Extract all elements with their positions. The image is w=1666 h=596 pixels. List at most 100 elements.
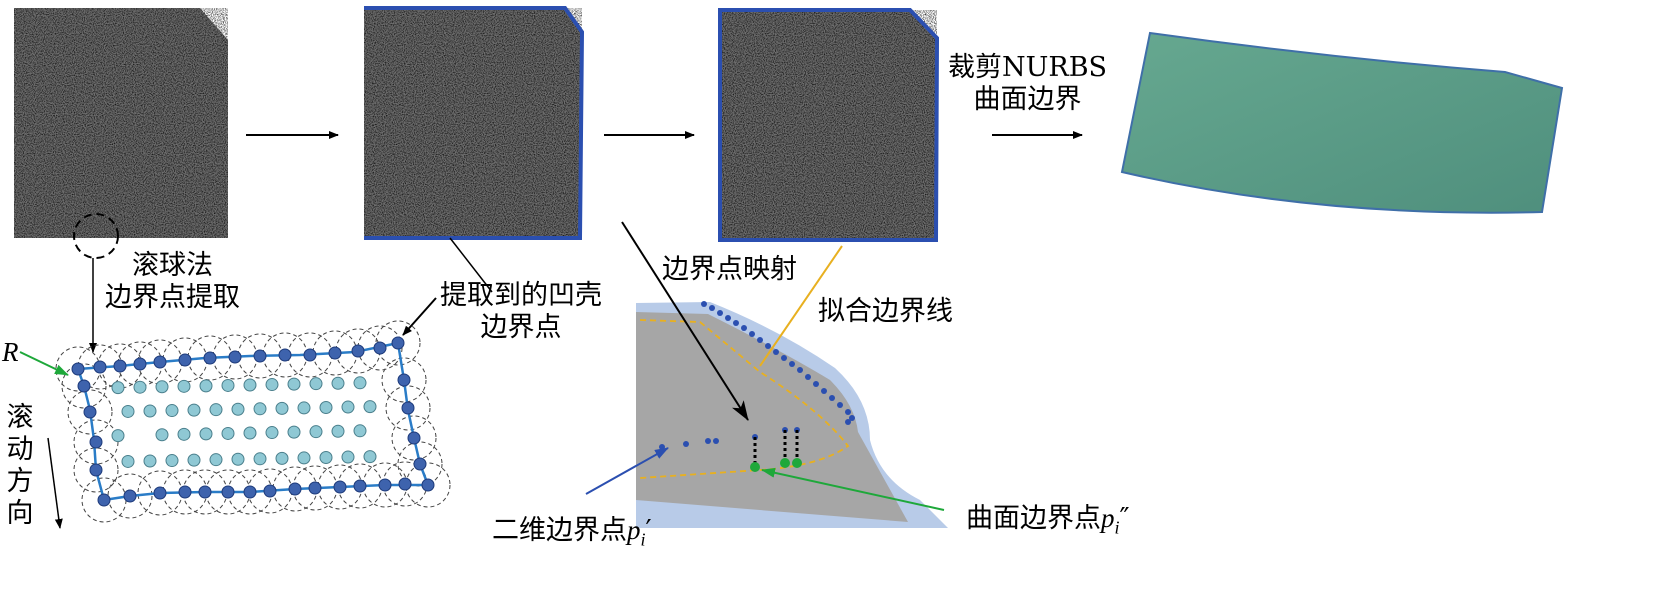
point-cloud-fitted xyxy=(718,8,940,242)
interior-point xyxy=(155,428,169,442)
boundary-point xyxy=(153,486,167,500)
boundary-point xyxy=(401,401,415,415)
rolling-ball-circle xyxy=(61,363,107,409)
rolling-ball-line1: 滚球法 xyxy=(132,250,213,281)
interior-point xyxy=(231,452,245,466)
rolling-ball-circle xyxy=(381,357,427,403)
boundary-point xyxy=(178,485,192,499)
boundary-point xyxy=(93,360,107,374)
mapped-point xyxy=(805,374,811,380)
mapped-point xyxy=(749,331,755,337)
rolling-dir-char-3: 方 xyxy=(6,466,34,497)
interior-point xyxy=(177,427,191,441)
interior-point xyxy=(111,381,125,395)
rolling-ball-circle xyxy=(405,462,451,508)
mapped-point xyxy=(837,402,843,408)
rolling-dir-char-4: 向 xyxy=(6,498,34,529)
boundary-2d-outline xyxy=(639,319,850,479)
mapped-point xyxy=(773,349,779,355)
boundary-point xyxy=(178,353,192,367)
boundary-point xyxy=(77,379,91,393)
boundary-point xyxy=(288,482,302,496)
pt2d-prime: ′ xyxy=(645,515,652,546)
boundary-point xyxy=(203,351,217,365)
interior-points xyxy=(111,376,377,468)
interior-point xyxy=(309,377,323,391)
interior-point xyxy=(319,400,333,414)
pt2d-arrow xyxy=(585,447,669,495)
surface-mapping-detail xyxy=(636,301,948,528)
boundary-point xyxy=(263,484,277,498)
interior-point xyxy=(309,425,323,439)
boundary-point xyxy=(253,349,267,363)
interior-point xyxy=(341,450,355,464)
rolling-ball-circle xyxy=(397,441,443,487)
interior-point xyxy=(265,378,279,392)
boundary-point xyxy=(397,373,411,387)
interior-point xyxy=(253,452,267,466)
projection-lines xyxy=(753,430,799,466)
interior-point xyxy=(133,380,147,394)
fit-label: 拟合边界线 xyxy=(818,296,953,327)
concave-line2: 边界点 xyxy=(480,312,562,343)
point-cloud-raw xyxy=(14,8,228,238)
rolling-direction-label: 滚 动 方 向 xyxy=(4,402,36,530)
interior-point xyxy=(275,401,289,415)
interior-point xyxy=(297,451,311,465)
interior-point xyxy=(199,427,213,441)
boundary-point xyxy=(328,346,342,360)
mapped-point xyxy=(705,438,711,444)
boundary-point xyxy=(89,435,103,449)
boundary-point xyxy=(228,350,242,364)
interior-point xyxy=(177,379,191,393)
rolling-ball-circle xyxy=(375,320,421,366)
pt2d-label: 二维边界点pi′ xyxy=(492,514,652,555)
boundary-point xyxy=(123,489,137,503)
mapped-point xyxy=(725,315,731,321)
interior-point xyxy=(363,450,377,464)
mapped-point xyxy=(849,415,855,421)
interior-point xyxy=(353,424,367,438)
interior-point xyxy=(165,454,179,468)
mapped-point xyxy=(741,325,747,331)
interior-point xyxy=(243,426,257,440)
interior-point xyxy=(199,379,213,393)
interior-point xyxy=(143,404,157,418)
boundary-point xyxy=(278,348,292,362)
boundary-point xyxy=(89,463,103,477)
interior-point xyxy=(243,378,257,392)
pt2d-text: 二维边界点 xyxy=(492,515,627,546)
fit-line-connector xyxy=(759,245,843,367)
mapped-point xyxy=(701,301,707,307)
mapped-point xyxy=(757,337,763,343)
ptsurf-prime: ″ xyxy=(1119,503,1130,534)
boundary-point xyxy=(83,405,97,419)
concave-label: 提取到的凹壳 边界点 xyxy=(440,280,602,344)
ptsurf-text: 曲面边界点 xyxy=(966,503,1101,534)
interior-point xyxy=(363,400,377,414)
rolling-ball-circle xyxy=(67,389,113,435)
trim-label: 裁剪NURBS 曲面边界 xyxy=(948,52,1107,116)
boundary-point xyxy=(198,485,212,499)
trimmed-nurbs-surface xyxy=(1120,31,1564,214)
interior-point xyxy=(221,426,235,440)
boundary-point xyxy=(353,479,367,493)
mapped-point xyxy=(717,310,723,316)
mapped-point xyxy=(821,388,827,394)
rolling-ball-label: 滚球法 边界点提取 xyxy=(105,250,240,314)
boundary-point xyxy=(97,493,111,507)
boundary-point xyxy=(243,485,257,499)
pt2d-symbol: p xyxy=(627,515,641,545)
point-cloud-boundary xyxy=(364,6,585,240)
interior-point xyxy=(275,451,289,465)
boundary-point xyxy=(407,431,421,445)
rolling-dir-char-2: 动 xyxy=(6,434,34,465)
interior-point xyxy=(331,424,345,438)
mapped-point xyxy=(829,395,835,401)
trim-label-line1: 裁剪NURBS xyxy=(948,52,1108,83)
radius-arrow xyxy=(19,351,69,376)
mapped-point xyxy=(733,320,739,326)
rolling-ball-circle xyxy=(385,385,431,431)
boundary-point xyxy=(113,359,127,373)
